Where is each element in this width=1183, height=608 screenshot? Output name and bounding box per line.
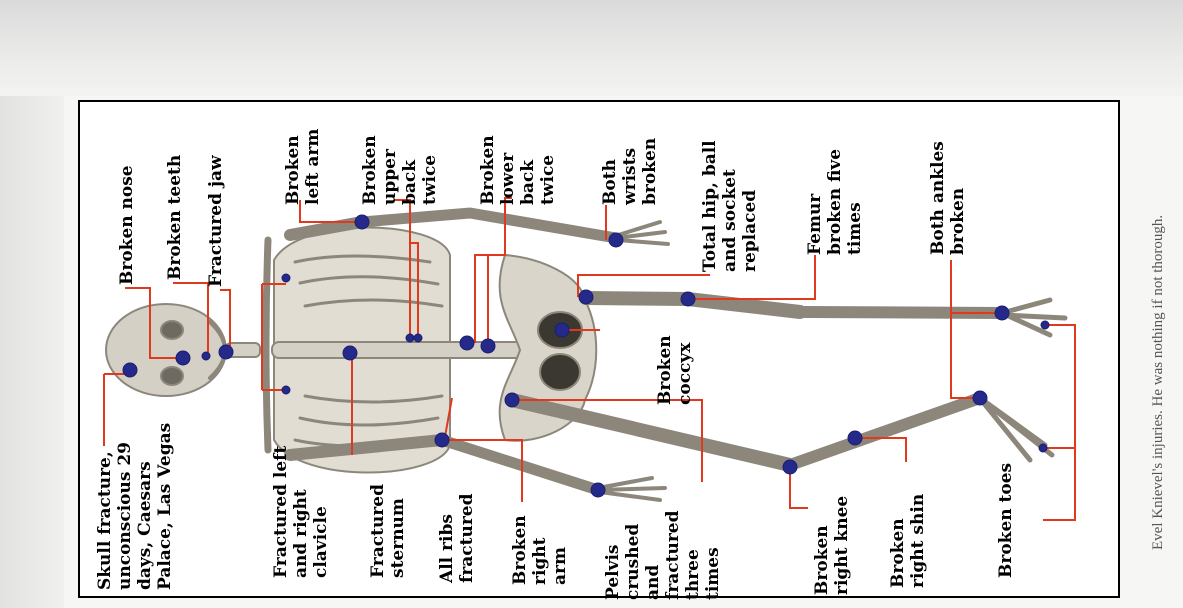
injury-dot-skull [123,363,137,377]
injury-dot-right-arm [435,433,449,447]
clavicle [266,240,268,450]
leader-line [1043,325,1075,520]
injury-dot-lower-back [481,339,495,353]
injury-dot-upper-back [406,334,414,342]
label-broken-coccyx: Broken coccyx [655,335,695,405]
label-broken-right-knee: Broken right knee [812,496,852,595]
injury-dot-femur [681,292,695,306]
injury-dot-right-wrist [591,483,605,497]
label-total-hip: Total hip, ball and socket replaced [700,140,760,272]
label-broken-lower-back: Broken lower back twice [478,135,558,205]
label-fractured-sternum: Fractured sternum [368,484,408,578]
label-broken-nose: Broken nose [117,165,137,285]
right-forearm [442,440,598,490]
eye-socket [161,367,183,385]
eye-socket [161,321,183,339]
right-hand [598,478,665,500]
injury-dot-teeth [202,352,210,360]
injury-dot-knee [783,460,797,474]
injury-dot-pelvis [505,393,519,407]
injury-dot-left-ankle [995,306,1009,320]
injury-dot-nose [176,351,190,365]
injury-dot-left-arm [355,215,369,229]
left-foot [1002,300,1065,335]
injury-dot-toes [1039,444,1047,452]
injury-dot-right-clavicle [282,386,290,394]
injury-dot-left-wrist [609,233,623,247]
label-broken-upper-back: Broken upper back twice [360,135,440,205]
injury-dot-sternum [343,346,357,360]
injury-dot-shin [848,431,862,445]
label-all-ribs: All ribs fractured [437,493,477,583]
right-tibia [790,398,980,465]
caption: Evel Knievel's injuries. He was nothing … [1150,215,1167,550]
label-both-ankles: Both ankles broken [928,141,968,255]
label-femur: Femur broken five times [805,149,865,255]
label-skull-fracture: Skull fracture, unconscious 29 days, Cae… [95,423,175,590]
label-pelvis: Pelvis crushed and fractured three times [603,510,723,600]
label-fractured-jaw: Fractured jaw [206,155,226,287]
injury-dot-coccyx [555,323,569,337]
leader-line [951,260,1002,398]
injury-dot-right-ankle [973,391,987,405]
injury-dot-upper-back [414,334,422,342]
label-broken-teeth: Broken teeth [165,155,185,280]
label-broken-right-shin: Broken right shin [888,494,928,588]
injury-dot-hip [579,290,593,304]
label-fractured-clavicle: Fractured left and right clavicle [271,446,331,578]
injury-dot-left-clavicle [282,274,290,282]
label-broken-right-arm: Broken right arm [510,515,570,585]
label-broken-toes: Broken toes [996,463,1016,578]
injury-dot-lower-back [460,336,474,350]
injury-dot-jaw [219,345,233,359]
label-broken-left-arm: Broken left arm [283,129,323,205]
injury-dot-toes [1041,321,1049,329]
skeleton-illustration [106,213,1065,500]
label-both-wrists: Both wrists broken [600,138,660,205]
spine [272,342,552,358]
pelvic-opening [540,354,580,390]
